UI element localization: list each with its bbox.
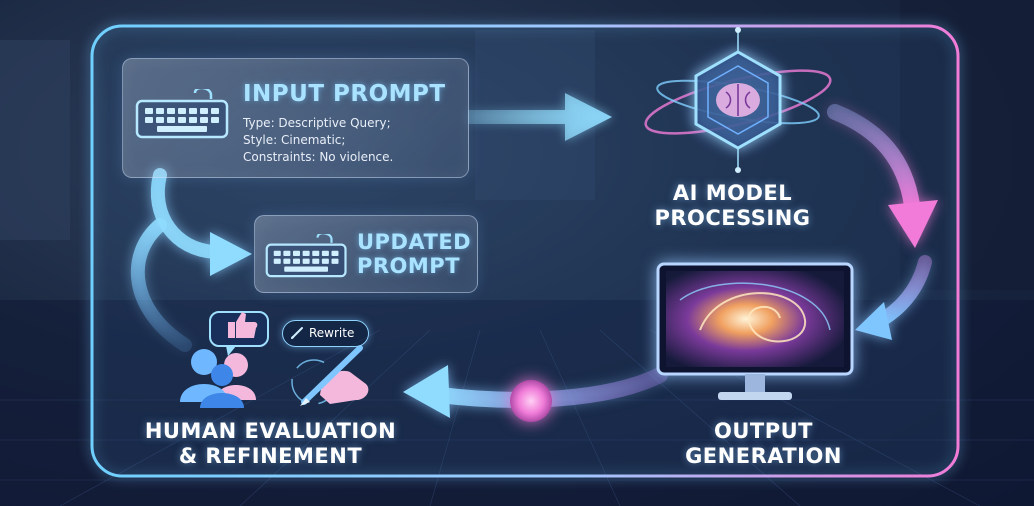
arrow-human-to-updated [130,168,252,352]
arrow-into-output [855,255,932,340]
input-prompt-details: Type: Descriptive Query; Style: Cinemati… [243,115,393,166]
updated-prompt-title: UPDATED PROMPT [357,230,472,278]
thumbs-up-icon [209,311,269,356]
arrow-ai-to-output [827,104,938,248]
monitor-icon [656,262,854,400]
hand-pen-icon [291,345,369,406]
input-prompt-title: INPUT PROMPT [243,81,446,107]
rewrite-button[interactable]: Rewrite [282,320,369,347]
brain-chip-icon [644,27,832,173]
output-label: OUTPUT GENERATION [685,419,842,468]
arrow-output-to-human [403,365,668,418]
arrow-input-to-ai [468,93,612,141]
rewrite-label: Rewrite [309,326,355,340]
detail-type: Type: Descriptive Query; [243,116,391,130]
edit-pen-icon [291,327,303,339]
feedback-node [510,380,552,422]
people-icon [180,349,256,408]
keyboard-icon [265,234,347,278]
updated-prompt-card: UPDATED PROMPT [254,215,478,293]
ai-model-label: AI MODEL PROCESSING [654,181,811,230]
input-prompt-card: INPUT PROMPT Type: Descriptive Query; St… [122,58,469,178]
keyboard-icon [135,89,229,139]
detail-constraints: Constraints: No violence. [243,150,394,164]
detail-style: Style: Cinematic; [243,133,346,147]
human-evaluation-label: HUMAN EVALUATION & REFINEMENT [144,419,397,468]
